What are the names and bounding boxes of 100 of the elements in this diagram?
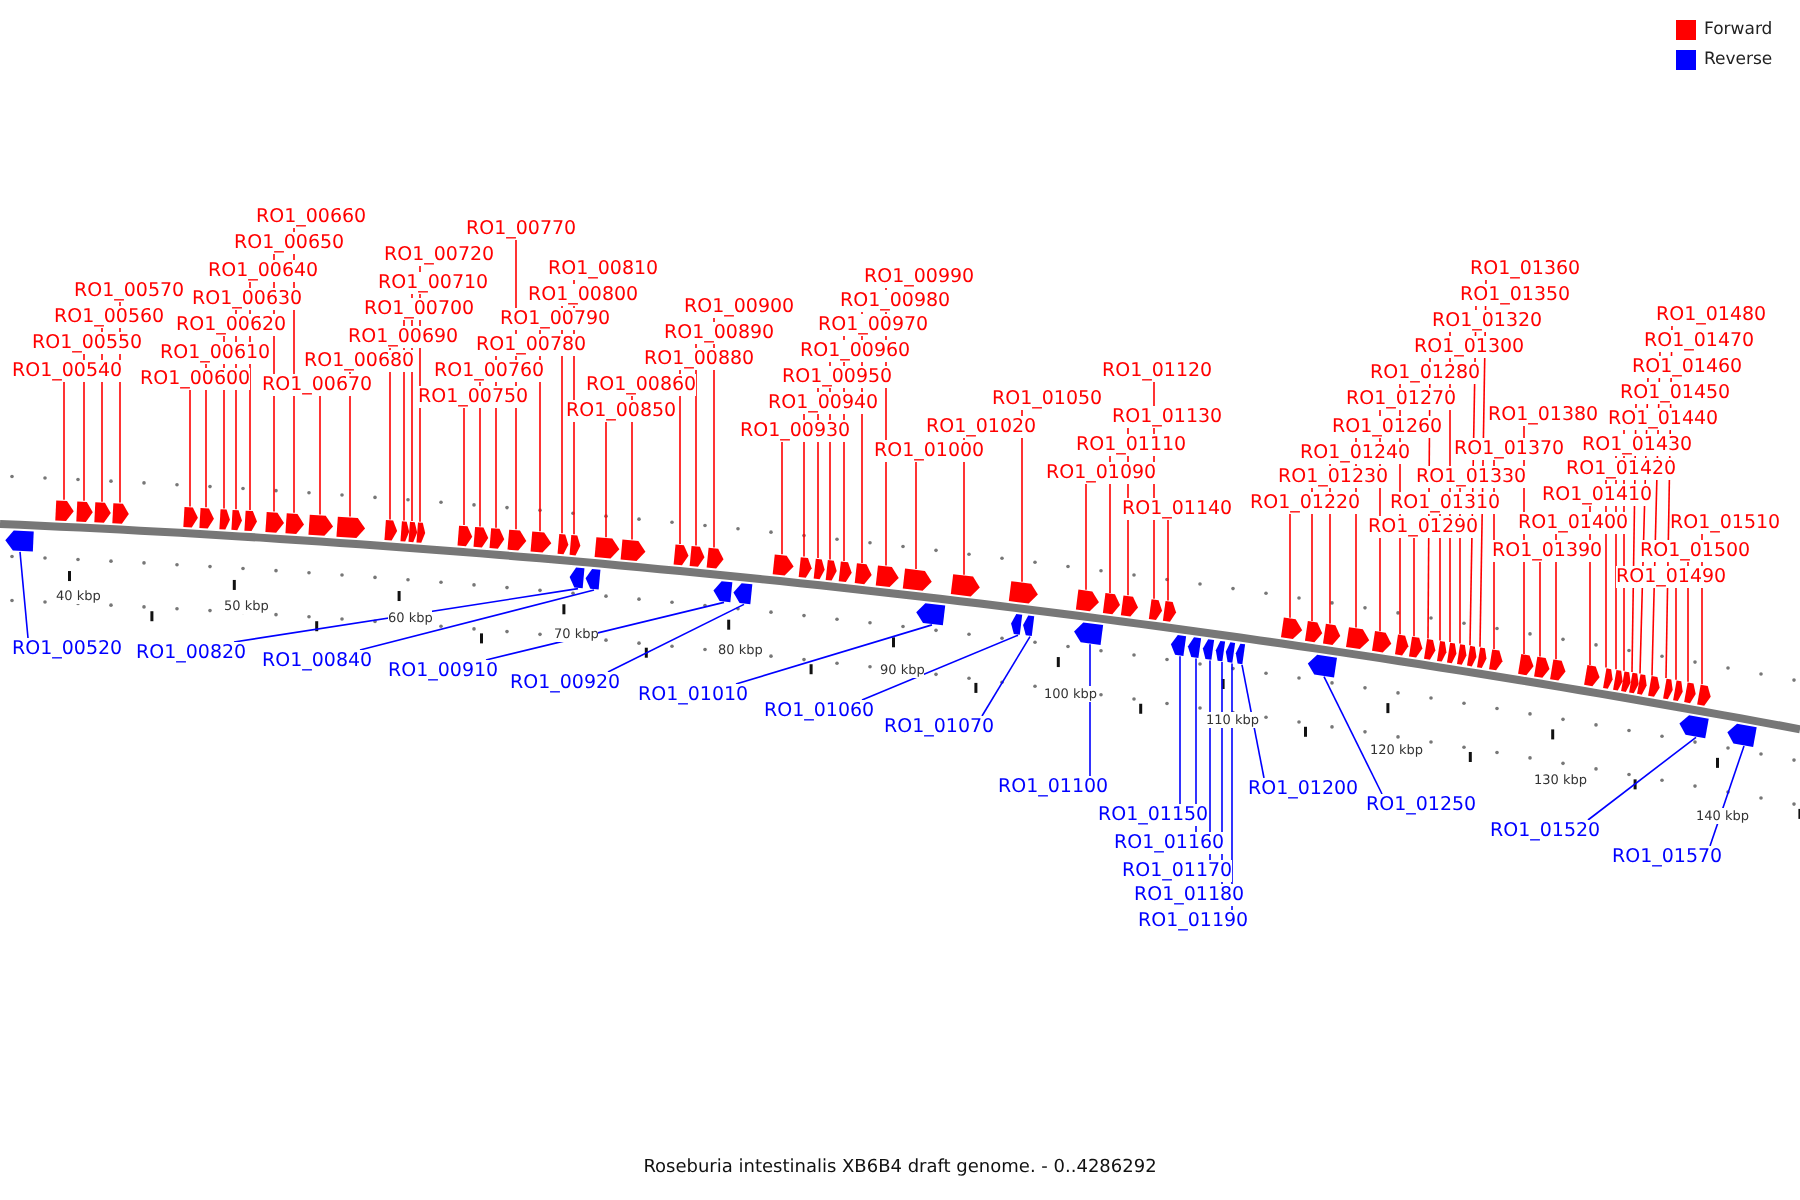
gene-label: RO1_01360	[1470, 258, 1581, 280]
gene-feature-block	[1518, 654, 1534, 676]
gene-feature-block	[950, 574, 980, 597]
gene-feature-block	[1447, 642, 1457, 664]
gene-label: RO1_00910	[388, 660, 499, 682]
gene-label: RO1_00950	[782, 366, 893, 388]
gene-label: RO1_00670	[262, 374, 373, 396]
gene-label: RO1_00800	[528, 284, 639, 306]
gene-label: RO1_01390	[1492, 540, 1603, 562]
leader-line	[1539, 561, 1541, 658]
gene-label: RO1_01350	[1460, 284, 1571, 306]
gene-label: RO1_00930	[740, 420, 851, 442]
gene-feature-block	[1202, 639, 1215, 660]
gene-label: RO1_00630	[192, 288, 303, 310]
gene-label: RO1_01170	[1122, 860, 1233, 882]
gene-label: RO1_01420	[1566, 458, 1677, 480]
gene-feature-block	[1346, 627, 1370, 649]
leader-line	[605, 421, 607, 538]
gene-feature-block	[94, 502, 111, 523]
gene-label: RO1_00790	[500, 308, 611, 330]
gene-label: RO1_01370	[1454, 438, 1565, 460]
legend-label: Reverse	[1704, 50, 1773, 70]
gene-feature-block	[772, 554, 794, 576]
gene-feature-block	[400, 521, 410, 542]
gene-feature-block	[231, 509, 242, 531]
gene-feature-block	[620, 539, 646, 561]
gene-feature-block	[1534, 656, 1550, 678]
leader-line	[607, 603, 745, 673]
leader-line	[1085, 483, 1087, 591]
gene-feature-block	[854, 563, 872, 585]
gene-label: RO1_01120	[1102, 360, 1213, 382]
gene-feature-block	[1424, 639, 1436, 660]
gene-feature-block	[1648, 676, 1660, 697]
gene-feature-block	[1395, 634, 1409, 656]
leader-line	[861, 634, 1019, 701]
gene-label: RO1_01400	[1518, 512, 1629, 534]
gene-label: RO1_01000	[874, 440, 985, 462]
gene-label: RO1_00640	[208, 260, 319, 282]
gene-label: RO1_01480	[1656, 304, 1767, 326]
gene-label: RO1_00980	[840, 290, 951, 312]
gene-label: RO1_01110	[1076, 434, 1187, 456]
gene-feature-block	[1489, 649, 1503, 671]
gene-label: RO1_00770	[466, 218, 577, 240]
leader-line	[735, 624, 933, 685]
gene-feature-block	[706, 547, 724, 569]
gene-feature-block	[1637, 674, 1647, 695]
gene-feature-block	[689, 546, 705, 567]
leader-line	[389, 347, 391, 521]
gene-feature-block	[265, 512, 284, 533]
leader-line	[1289, 513, 1291, 619]
gene-feature-block	[336, 516, 366, 539]
gene-feature-block	[1075, 589, 1099, 612]
leader-line	[19, 551, 29, 639]
gene-feature-block	[1304, 621, 1323, 643]
gene-label: RO1_00890	[664, 322, 775, 344]
gene-label: RO1_01330	[1416, 466, 1527, 488]
gene-label: RO1_01280	[1370, 362, 1481, 384]
leader-line	[1179, 655, 1181, 805]
gene-label: RO1_01090	[1046, 462, 1157, 484]
gene-label: RO1_01310	[1390, 492, 1501, 514]
leader-line	[1167, 519, 1169, 602]
gene-feature-block	[408, 521, 418, 543]
gene-feature-block	[1120, 595, 1139, 617]
gene-label: RO1_00750	[418, 386, 529, 408]
gene-label: RO1_00690	[348, 326, 459, 348]
gene-feature-block	[916, 603, 946, 626]
leader-line	[359, 589, 595, 651]
gene-feature-block	[1372, 631, 1392, 653]
gene-feature-block	[1280, 617, 1303, 640]
gene-label: RO1_01020	[926, 416, 1037, 438]
leader-line	[679, 369, 681, 545]
leader-line	[1675, 587, 1677, 681]
gene-label: RO1_00550	[32, 332, 143, 354]
gene-feature-block	[416, 522, 426, 543]
gene-label: RO1_01240	[1300, 442, 1411, 464]
gene-feature-block	[813, 558, 825, 580]
gene-feature-block	[557, 533, 569, 555]
gene-label: RO1_01140	[1122, 498, 1233, 520]
gene-label: RO1_01380	[1488, 404, 1599, 426]
gene-feature-block	[183, 507, 198, 528]
gene-label: RO1_01520	[1490, 820, 1601, 842]
gene-feature-block	[713, 581, 733, 603]
gene-label: RO1_01250	[1366, 794, 1477, 816]
gene-feature-block	[1437, 641, 1447, 662]
gene-feature-block	[1322, 623, 1341, 645]
gene-label: RO1_00680	[304, 350, 415, 372]
leader-line	[1195, 657, 1197, 833]
gene-feature-block	[733, 583, 753, 605]
leader-line	[319, 395, 321, 516]
gene-label: RO1_00880	[644, 348, 755, 370]
gene-feature-block	[1162, 601, 1177, 622]
gene-feature-block	[569, 534, 581, 556]
leader-line	[1587, 736, 1697, 821]
gene-feature-block	[530, 531, 552, 553]
gene-feature-block	[1008, 581, 1038, 604]
leader-line	[463, 407, 465, 526]
gene-feature-block	[1102, 593, 1120, 615]
gene-label: RO1_00900	[684, 296, 795, 318]
gene-feature-block	[594, 537, 620, 559]
gene-feature-block	[55, 500, 74, 521]
